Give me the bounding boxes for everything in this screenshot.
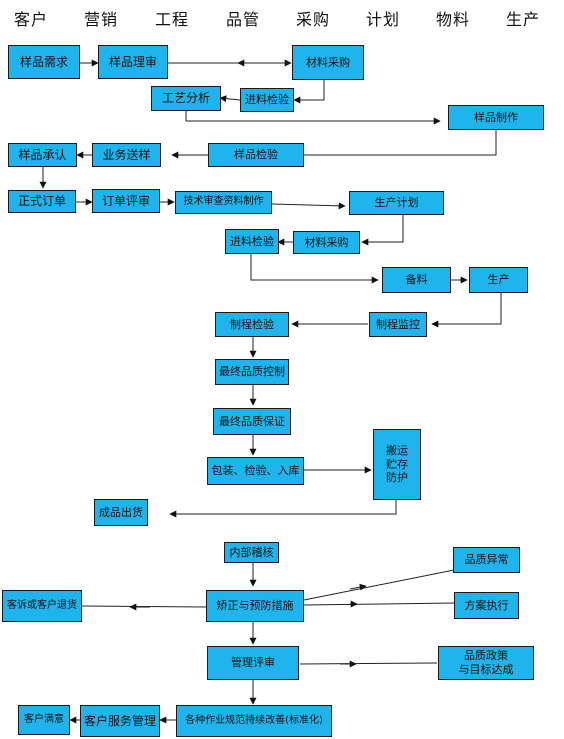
- dept-quality: 品管: [226, 10, 261, 29]
- box-sample-review: 样品理审: [98, 45, 168, 79]
- box-production-plan: 生产计划: [349, 191, 444, 215]
- dept-purchasing: 采购: [296, 10, 331, 29]
- box-quality-policy: 品质政策 与目标达成: [438, 646, 534, 680]
- box-quality-abnormal: 品质异常: [453, 547, 520, 573]
- box-final-quality-assurance: 最终品质保证: [213, 408, 291, 435]
- box-process-monitoring: 制程监控: [369, 312, 427, 337]
- box-incoming-inspection-1: 进料检验: [240, 88, 294, 112]
- box-sample-demand: 样品需求: [8, 45, 80, 79]
- box-sample-making: 样品制作: [448, 105, 544, 130]
- box-customer-satisfaction: 客户满意: [18, 705, 70, 735]
- objectives-label: 与目标达成: [458, 663, 514, 676]
- box-packing-storage: 包装、检验、入库: [207, 457, 304, 485]
- box-management-review: 管理评审: [207, 646, 299, 680]
- box-production: 生产: [469, 267, 528, 293]
- box-formal-order: 正式订单: [8, 190, 76, 213]
- box-handling-storage: 搬运 贮存 防护: [373, 429, 421, 500]
- dept-production: 生产: [506, 10, 541, 29]
- box-material-prep: 备料: [382, 267, 451, 293]
- box-action-execution: 方案执行: [454, 592, 519, 619]
- dept-marketing: 营销: [84, 10, 119, 29]
- box-final-quality-control: 最终品质控制: [215, 359, 289, 385]
- dept-customer: 客户: [14, 10, 49, 29]
- box-sample-approval: 样品承认: [8, 143, 77, 167]
- box-sample-inspection: 样品检验: [208, 143, 304, 167]
- protection-label: 防护: [386, 471, 408, 485]
- box-customer-service: 客户服务管理: [80, 705, 160, 737]
- box-process-analysis: 工艺分析: [151, 86, 221, 111]
- box-standardization: 各种作业规范持续改善(标准化): [176, 705, 332, 737]
- box-internal-audit: 内部稽核: [224, 542, 279, 563]
- box-incoming-inspection-2: 进料检验: [225, 229, 279, 254]
- box-material-purchase-2: 材料采购: [293, 231, 360, 254]
- box-complaint-return: 客诉或客户退货: [2, 590, 82, 622]
- box-order-review: 订单评审: [92, 189, 160, 213]
- box-finished-shipment: 成品出货: [94, 499, 148, 526]
- dept-materials: 物料: [436, 10, 471, 29]
- box-material-purchase-1: 材料采购: [292, 45, 364, 80]
- dept-planning: 计划: [366, 10, 401, 29]
- quality-policy-label: 品质政策: [464, 649, 508, 663]
- dept-engineering: 工程: [155, 10, 190, 29]
- box-tech-docs: 技术审查资料制作: [175, 191, 272, 214]
- box-business-delivery: 业务送样: [92, 143, 161, 167]
- box-corrective-preventive: 矫正与预防措施: [206, 590, 304, 622]
- box-process-inspection: 制程检验: [215, 312, 289, 337]
- handling-label: 搬运: [386, 443, 408, 457]
- storage-label: 贮存: [386, 457, 408, 471]
